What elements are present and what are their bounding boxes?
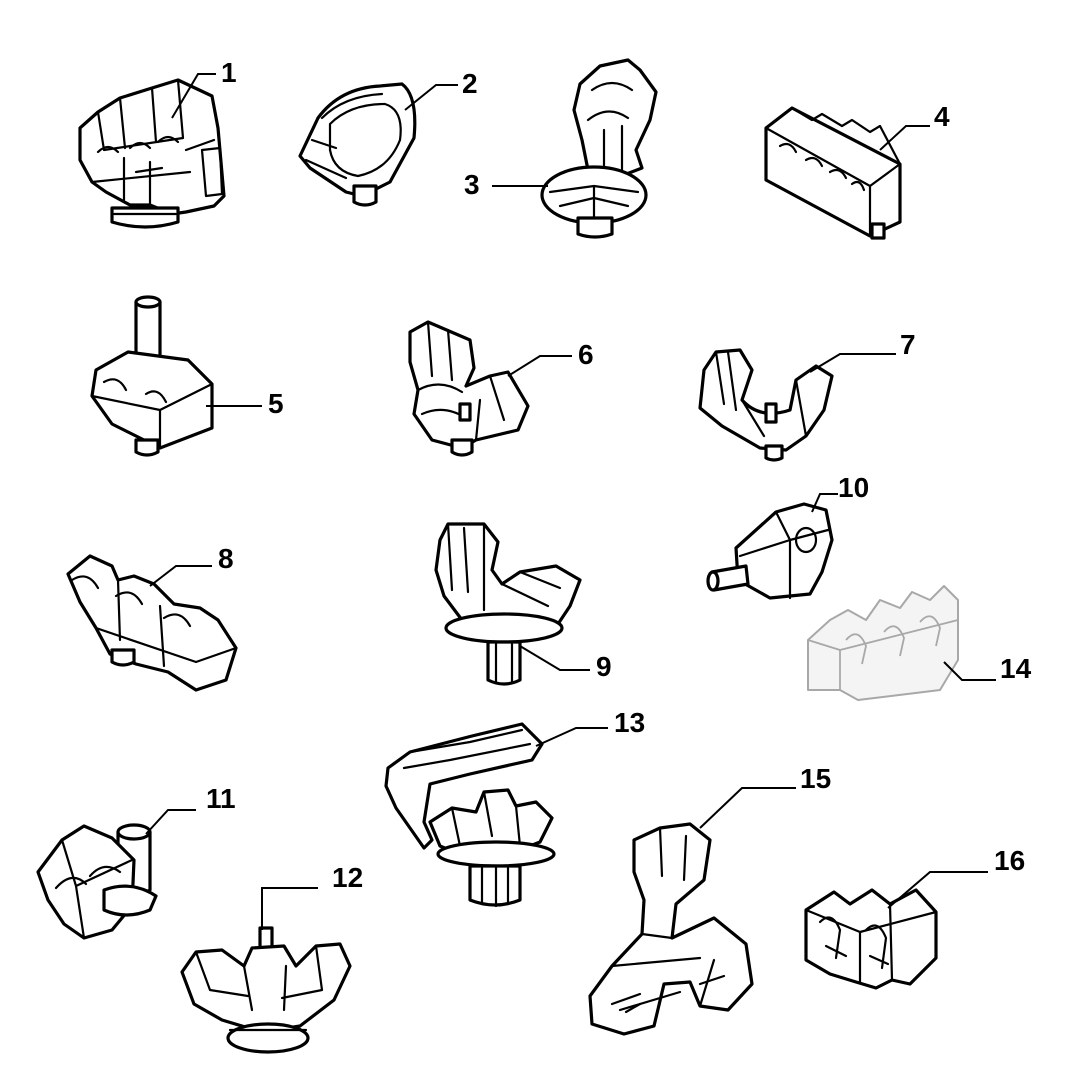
part-2-oval-strap-clip bbox=[298, 82, 417, 207]
part-15-y-bracket bbox=[588, 822, 754, 1036]
leader-15 bbox=[699, 787, 796, 829]
leader-6 bbox=[507, 355, 572, 377]
part-16-two-slot-clip bbox=[804, 888, 938, 990]
callout-11: 11 bbox=[206, 783, 236, 814]
leader-4 bbox=[879, 125, 930, 151]
leader-16 bbox=[887, 871, 988, 909]
callout-14: 14 bbox=[1000, 653, 1032, 684]
leader-1 bbox=[171, 73, 216, 119]
part-13-strap-clip bbox=[384, 722, 556, 908]
callout-9: 9 bbox=[596, 651, 612, 682]
leader-11 bbox=[145, 809, 196, 835]
part-9-tower-clip bbox=[434, 522, 582, 686]
leader-13 bbox=[535, 727, 608, 747]
part-11-cylinder-clip bbox=[36, 823, 158, 940]
callout-3: 3 bbox=[464, 169, 480, 200]
callout-12: 12 bbox=[332, 862, 363, 893]
callout-15: 15 bbox=[800, 763, 831, 794]
part-5-pin-clip bbox=[90, 295, 214, 457]
callout-10: 10 bbox=[838, 472, 869, 503]
part-14-grey-three-slot-clip bbox=[807, 585, 959, 701]
callout-5: 5 bbox=[268, 388, 284, 419]
part-3-base-clip bbox=[540, 58, 658, 239]
leader-10 bbox=[811, 493, 838, 513]
callout-13: 13 bbox=[614, 707, 645, 738]
part-6-hinged-clip bbox=[408, 320, 530, 457]
callout-7: 7 bbox=[900, 329, 916, 360]
callout-16: 16 bbox=[994, 845, 1025, 876]
part-12-three-arm-clip bbox=[180, 926, 352, 1054]
leader-9 bbox=[519, 645, 590, 671]
leader-12 bbox=[261, 887, 318, 930]
leader-2 bbox=[404, 84, 458, 111]
callout-8: 8 bbox=[218, 543, 234, 574]
callout-1: 1 bbox=[221, 57, 237, 88]
part-8-triple-clip bbox=[66, 554, 238, 692]
leader-8 bbox=[149, 565, 212, 587]
callout-4: 4 bbox=[934, 101, 950, 132]
callout-2: 2 bbox=[462, 68, 478, 99]
callout-6: 6 bbox=[578, 339, 594, 370]
part-1-clip-bracket bbox=[78, 78, 226, 229]
part-7-u-clip bbox=[698, 348, 834, 462]
part-4-four-slot-clip bbox=[764, 106, 902, 240]
leader-7 bbox=[809, 353, 896, 373]
part-10-loop-clip bbox=[706, 502, 834, 600]
leader-14 bbox=[943, 661, 996, 681]
